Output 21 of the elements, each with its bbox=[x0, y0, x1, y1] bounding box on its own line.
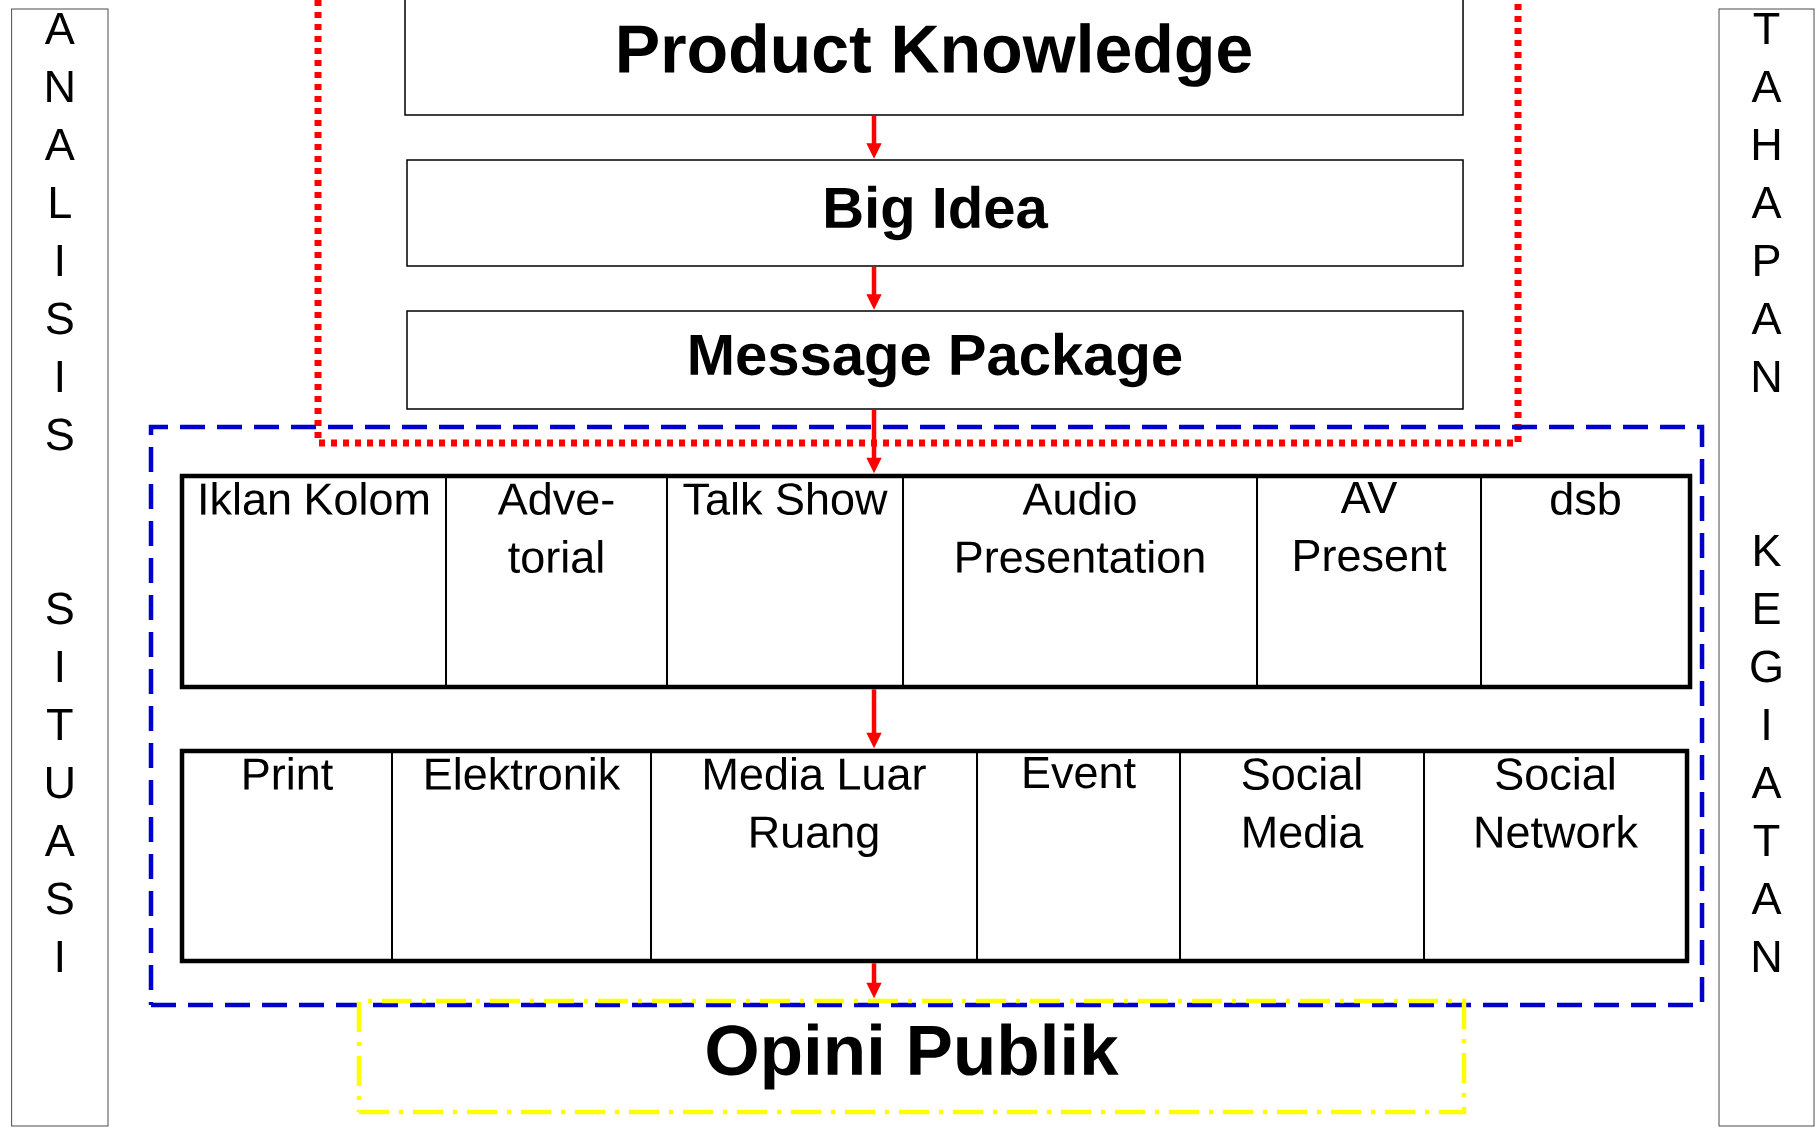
table-cell: Print bbox=[181, 750, 393, 962]
side-label-box: ANALISIS SITUASI bbox=[11, 8, 109, 1127]
table-cell: dsb bbox=[1480, 475, 1691, 688]
table-cell: Event bbox=[976, 750, 1181, 962]
dashed-group-box bbox=[148, 424, 1705, 1008]
table-cell: Social Media bbox=[1179, 750, 1425, 962]
result-box: Opini Publik bbox=[356, 998, 1467, 1115]
table-cell: Talk Show bbox=[666, 475, 904, 688]
table-cell: Audio Presentation bbox=[902, 475, 1258, 688]
process-box: Big Idea bbox=[406, 159, 1464, 267]
table-cell: Iklan Kolom bbox=[181, 475, 447, 688]
media-row-box bbox=[179, 748, 1690, 964]
table-cell: Media Luar Ruang bbox=[650, 750, 978, 962]
side-label-box: TAHAPAN KEGIATAN bbox=[1718, 8, 1815, 1127]
media-row-box bbox=[179, 473, 1693, 690]
process-box: Product Knowledge bbox=[404, 0, 1464, 116]
process-box: Message Package bbox=[406, 310, 1464, 410]
table-cell: AV Present bbox=[1256, 475, 1482, 688]
table-cell: Social Network bbox=[1423, 750, 1688, 962]
table-cell: Elektronik bbox=[391, 750, 652, 962]
table-cell: Adve- torial bbox=[445, 475, 668, 688]
